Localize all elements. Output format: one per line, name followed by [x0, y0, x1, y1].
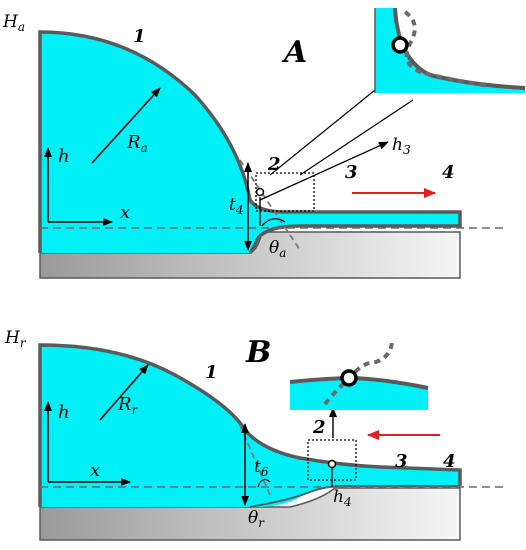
- film-underside-b: [249, 485, 460, 508]
- region-2-b: 2: [312, 417, 326, 438]
- axis-x-label-b: x: [90, 460, 100, 481]
- tangent-a: [239, 159, 301, 251]
- panel-letter-b: B: [245, 335, 271, 370]
- zoom-line-a1: [269, 89, 376, 176]
- probe-label-a: h3: [392, 135, 411, 157]
- probe-circle-b: [327, 459, 337, 469]
- angle-label-a: θa: [269, 238, 286, 260]
- panel-b: Hr B 1 Rr h x 2 3 4 t6 h4 θr: [4, 328, 505, 541]
- axis-h-label-a: h: [58, 146, 70, 167]
- substrate-b: [39, 487, 461, 541]
- radius-label-a: Ra: [126, 132, 148, 155]
- angle-arc-b: [257, 478, 271, 488]
- radius-label-b: Rr: [117, 394, 139, 417]
- thickness-label-b: t6: [254, 457, 269, 479]
- region-3-b: 3: [395, 451, 408, 472]
- radius-arrow-b: [99, 364, 149, 421]
- region-4-b: 4: [443, 451, 456, 472]
- angle-label-b: θr: [248, 508, 265, 530]
- axis-h-label-b: h: [58, 402, 70, 423]
- zoom-line-a2: [299, 99, 414, 176]
- probe-pointer-a: [259, 141, 389, 201]
- region-1-a: 1: [133, 26, 146, 47]
- probe-circle-a: [255, 187, 265, 197]
- region-1-b: 1: [205, 362, 218, 383]
- angle-arc-a: [261, 218, 286, 227]
- zoom-box-a: [255, 172, 315, 212]
- panel-a: Ha 1 A Ra h x 2 3 4 t4 h3 θa: [2, 7, 526, 279]
- fluid-outline-a: [38, 30, 462, 255]
- radius-arrow-a: [91, 87, 161, 164]
- inset-probe-a: [391, 36, 409, 54]
- region-4-a: 4: [442, 162, 455, 183]
- inset-a: [374, 7, 526, 93]
- height-label-b: Hr: [4, 328, 27, 350]
- fluid-a: [40, 32, 460, 253]
- region-2-a: 2: [267, 154, 281, 175]
- inset-b: [289, 339, 429, 410]
- region-3-a: 3: [345, 162, 358, 183]
- probe-label-b: h4: [333, 487, 352, 509]
- inset-probe-b: [340, 369, 358, 387]
- height-label-a: Ha: [2, 12, 25, 34]
- axis-x-label-a: x: [120, 202, 130, 223]
- thickness-label-a: t4: [229, 195, 243, 217]
- panel-letter-a: A: [281, 35, 307, 70]
